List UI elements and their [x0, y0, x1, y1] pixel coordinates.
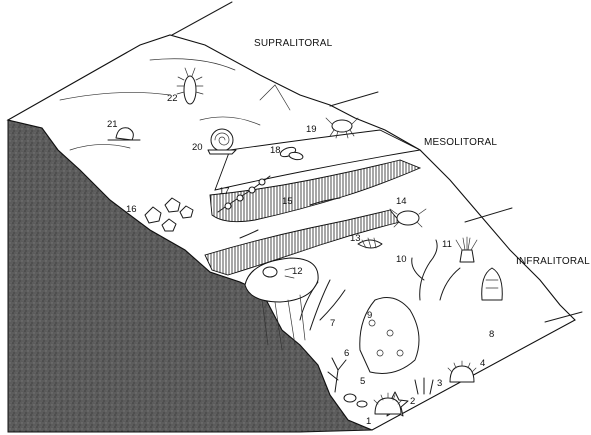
organism-number-21: 21	[107, 119, 118, 130]
mesolitoral-boundary-line	[330, 92, 378, 106]
organism-number-8: 8	[489, 329, 494, 340]
organism-number-20: 20	[192, 142, 203, 153]
organism-number-5: 5	[360, 376, 365, 387]
organism-number-19: 19	[306, 124, 317, 135]
organism-number-12: 12	[292, 266, 303, 277]
organism-number-10: 10	[396, 254, 407, 265]
organism-number-18: 18	[270, 145, 281, 156]
label-mesolitoral: MESOLITORAL	[424, 137, 497, 148]
organism-number-11: 11	[442, 239, 452, 250]
organism-number-16: 16	[126, 204, 137, 215]
organism-number-17: 17	[219, 186, 230, 197]
organism-number-14: 14	[396, 196, 407, 207]
organism-number-9: 9	[367, 310, 372, 321]
organism-number-15: 15	[282, 196, 293, 207]
label-supralitoral: SUPRALITORAL	[254, 38, 333, 49]
organism-number-2: 2	[410, 396, 415, 407]
organism-number-6: 6	[344, 348, 349, 359]
organism-number-1: 1	[366, 416, 371, 427]
organism-number-4: 4	[480, 358, 485, 369]
label-infralitoral: INFRALITORAL	[516, 256, 590, 267]
organism-number-22: 22	[167, 93, 178, 104]
supralitoral-boundary-line	[172, 2, 232, 35]
organism-number-13: 13	[350, 233, 361, 244]
organism-number-3: 3	[437, 378, 442, 389]
organism-number-7: 7	[330, 318, 335, 329]
